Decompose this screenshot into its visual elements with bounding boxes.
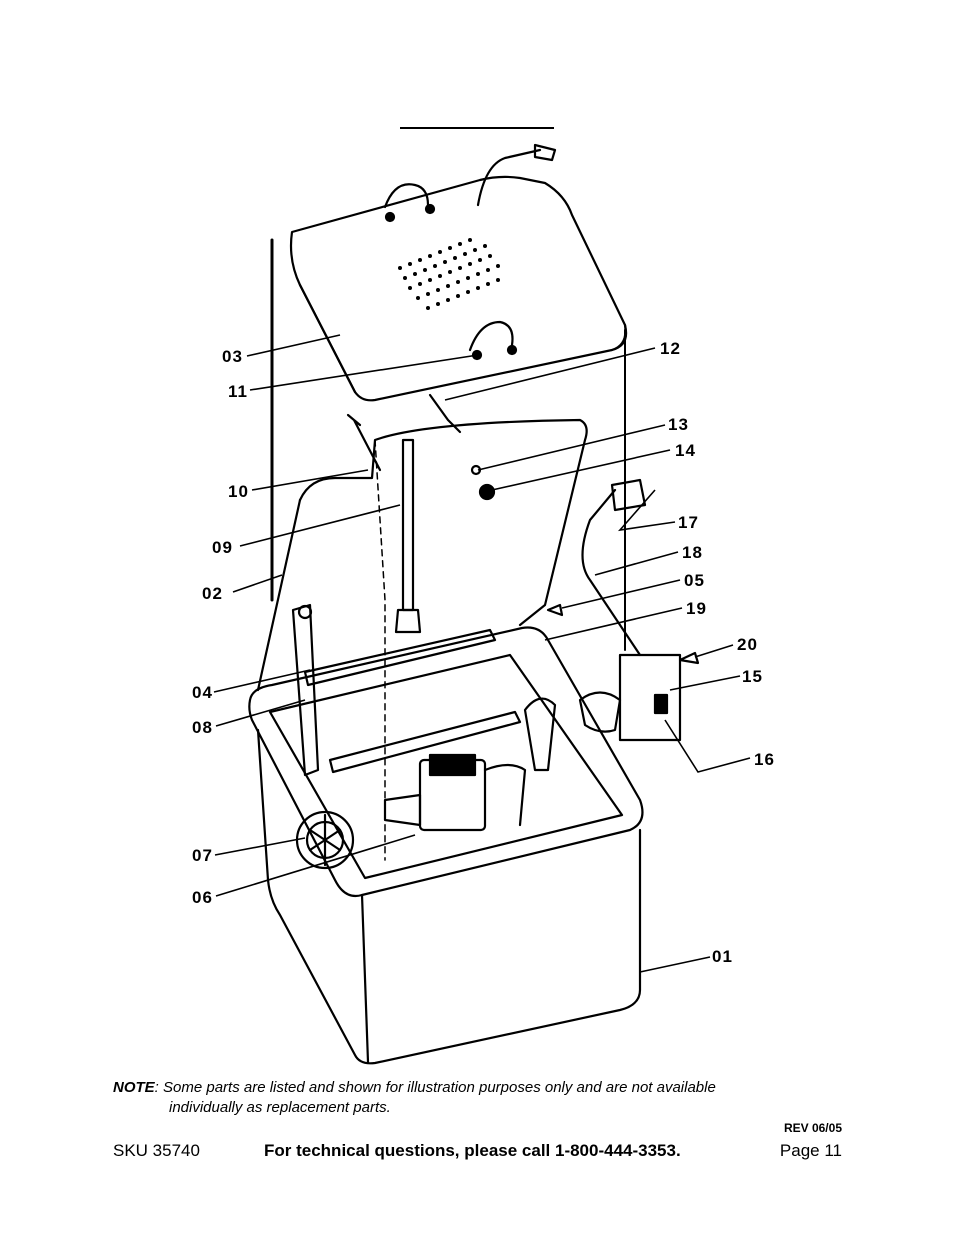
splash-guard-left — [256, 498, 302, 692]
lid-edge — [298, 283, 627, 394]
part-label-03: 03 — [222, 347, 243, 366]
splash-guard — [298, 418, 588, 627]
mount-hook — [523, 697, 557, 772]
note-paragraph: NOTE: Some parts are listed and shown fo… — [113, 1078, 842, 1118]
part-label-02: 02 — [202, 584, 223, 603]
lid-handle — [383, 183, 430, 209]
tank-body — [256, 728, 642, 1065]
note-label: NOTE — [113, 1079, 155, 1096]
part-label-09: 09 — [212, 538, 233, 557]
part-label-18: 18 — [682, 543, 703, 562]
title-underline — [400, 127, 554, 129]
note-text-line1: : Some parts are listed and shown for il… — [154, 1079, 716, 1096]
tank-rim-inner — [268, 653, 624, 880]
switch-cord — [581, 488, 642, 657]
part-label-10: 10 — [228, 482, 249, 501]
nozzle-base — [394, 608, 422, 634]
tank-rim — [248, 626, 644, 898]
lid-handle-front — [468, 320, 514, 352]
part-label-12: 12 — [660, 339, 681, 358]
screw-10 — [346, 413, 382, 472]
fusible-cord — [476, 143, 557, 207]
revision-date: REV 06/05 — [783, 1121, 842, 1135]
pump-cord — [483, 763, 527, 827]
note-text-line2: individually as replacement parts. — [169, 1099, 391, 1116]
part-label-20: 20 — [737, 635, 758, 654]
part-label-17: 17 — [678, 513, 699, 532]
exploded-parts-diagram: 03 11 12 13 14 10 09 02 17 18 05 19 20 0… — [192, 143, 775, 1065]
part-label-16: 16 — [754, 750, 775, 769]
part-label-08: 08 — [192, 718, 213, 737]
tech-support-line: For technical questions, please call 1-8… — [264, 1141, 681, 1160]
washer-14 — [478, 483, 496, 501]
parts-tray-lower — [328, 710, 522, 774]
sku-number: SKU 35740 — [113, 1141, 200, 1160]
page-number: Page 11 — [779, 1141, 842, 1160]
tank-front-edge — [360, 893, 370, 1064]
lid-perforations — [398, 238, 500, 310]
page-footer: SKU 35740 For technical questions, pleas… — [113, 1141, 842, 1163]
part-label-14: 14 — [675, 441, 696, 460]
nozzle-tube — [401, 438, 415, 612]
support-bracket — [291, 603, 320, 777]
part-label-06: 06 — [192, 888, 213, 907]
assembly-centerline — [374, 439, 386, 861]
part-label-05: 05 — [684, 571, 705, 590]
part-label-19: 19 — [686, 599, 707, 618]
parts-tray — [303, 628, 497, 687]
part-label-15: 15 — [742, 667, 763, 686]
bolt-12 — [428, 393, 462, 434]
part-label-07: 07 — [192, 846, 213, 865]
screw-20 — [678, 651, 700, 665]
part-label-13: 13 — [668, 415, 689, 434]
clip-05 — [546, 603, 564, 617]
part-label-11: 11 — [228, 382, 248, 401]
part-label-01: 01 — [712, 947, 733, 966]
plug — [610, 478, 647, 512]
pump-outlet — [383, 793, 422, 827]
switch-box — [618, 653, 682, 742]
part-label-04: 04 — [192, 683, 213, 702]
